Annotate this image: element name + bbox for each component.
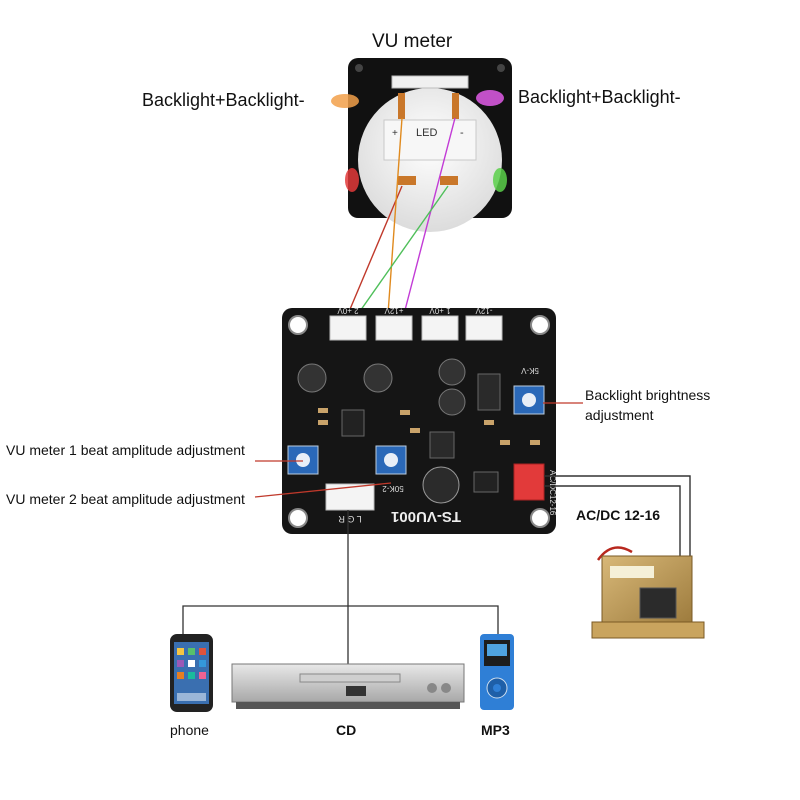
- phone-device: [170, 634, 213, 712]
- wire-magenta: [403, 117, 456, 315]
- bridge-rectifier: [473, 471, 499, 493]
- pcb-body: [282, 308, 556, 534]
- led-minus-terminal: [452, 93, 459, 119]
- pot-vu1: [287, 445, 319, 475]
- connector-jp2: [465, 315, 503, 341]
- wire-orange: [387, 117, 403, 315]
- regulator-1: [477, 373, 501, 411]
- cd-label: CD: [336, 722, 357, 738]
- meter-terminal-right: [440, 176, 458, 185]
- power-wires: [544, 475, 691, 592]
- capacitor-1: [297, 363, 327, 393]
- vu2-leader: [254, 482, 392, 498]
- capacitor-4: [438, 388, 466, 416]
- meter-terminal-left: [398, 176, 416, 185]
- ic-chip: [341, 409, 365, 437]
- transformer-core: [601, 555, 693, 627]
- capacitor-main: [422, 466, 460, 504]
- connector-jp4: [421, 315, 459, 341]
- meter-back-face: [358, 88, 502, 232]
- audio-wires: [182, 510, 499, 664]
- vu1-label: VU meter 1 beat amplitude adjustment: [6, 442, 245, 458]
- power-label: AC/DC 12-16: [576, 507, 661, 523]
- transformer: [591, 546, 705, 639]
- right-backlight-label: Backlight+Backlight-: [518, 87, 681, 107]
- regulator-2: [429, 431, 455, 459]
- pot-silk-2: 5K-V: [520, 366, 538, 375]
- led-plus-terminal: [398, 93, 405, 119]
- connector-silk-1: 2 +0V: [337, 306, 359, 315]
- vu-meter: + LED -: [331, 58, 512, 232]
- connector-jp3: [375, 315, 413, 341]
- capacitor-3: [438, 358, 466, 386]
- led-plus-mark: +: [392, 128, 398, 139]
- mp3-device: [480, 634, 514, 710]
- wire-red: [347, 185, 403, 315]
- pot-silk-1: 50K-2: [382, 484, 404, 493]
- vu2-label: VU meter 2 beat amplitude adjustment: [6, 491, 245, 507]
- mp3-body: [480, 634, 514, 710]
- wire-green: [357, 185, 449, 315]
- pot-brightness: [513, 385, 545, 415]
- mp3-label: MP3: [481, 722, 510, 738]
- cd-body: [231, 663, 465, 703]
- pot-vu2: [375, 445, 407, 475]
- connector-silk-4: -12V: [475, 306, 493, 315]
- power-silk: AC/DC12-16: [548, 470, 557, 516]
- connector-silk-2: +12V: [384, 306, 404, 315]
- connector-jp5: [329, 315, 367, 341]
- left-backlight-label: Backlight+Backlight-: [142, 90, 305, 110]
- phone-label: phone: [170, 722, 209, 738]
- pcb-board: 2 +0V +12V 1 +0V -12V 5K-V L G R: [282, 306, 557, 534]
- leader-lines: [254, 402, 583, 498]
- phone-body: [170, 634, 213, 712]
- brightness-label-line2: adjustment: [585, 407, 654, 423]
- brightness-label-line1: Backlight brightness: [585, 387, 711, 403]
- meter-title: VU meter: [372, 31, 453, 52]
- led-minus-mark: -: [460, 127, 464, 139]
- cd-player: [231, 663, 465, 709]
- input-silk: L G R: [338, 514, 362, 524]
- connector-silk-3: 1 +0V: [429, 306, 451, 315]
- led-mark: LED: [416, 127, 437, 139]
- power-connector: [513, 463, 545, 501]
- meter-frame: [348, 58, 512, 218]
- audio-input-connector: [325, 483, 375, 511]
- board-name: TS-VU001: [391, 508, 461, 525]
- capacitor-2: [363, 363, 393, 393]
- meter-wires: [347, 117, 456, 315]
